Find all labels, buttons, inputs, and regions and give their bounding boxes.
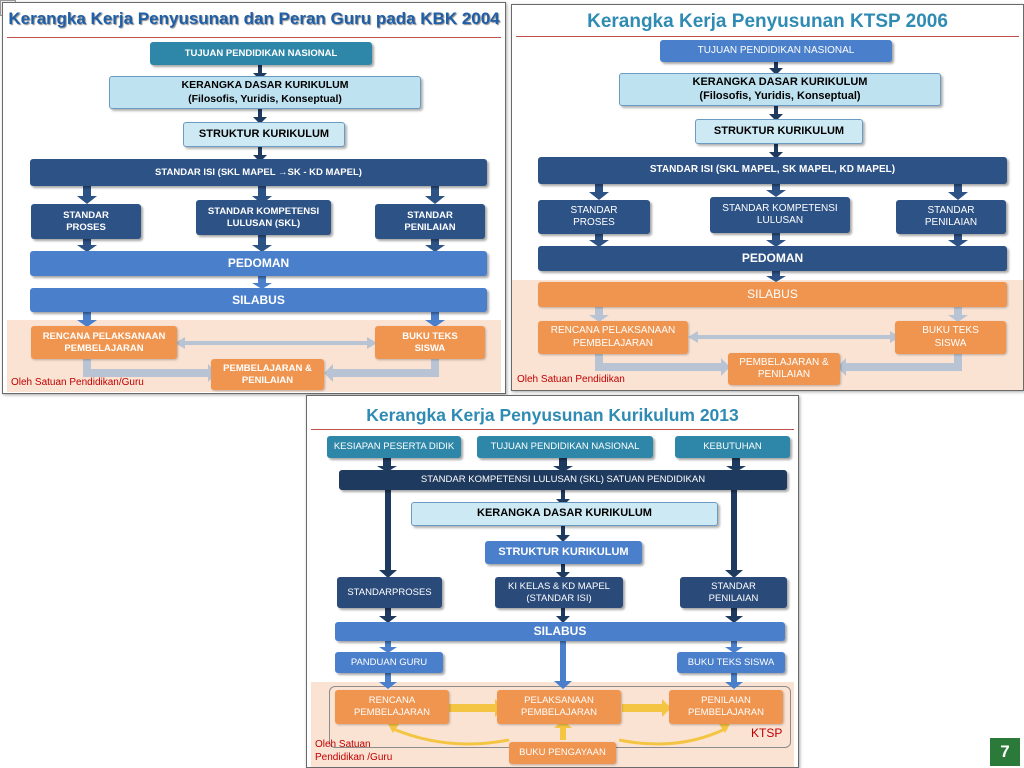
ktsp-kerangka-box: KERANGKA DASAR KURIKULUM (Filosofis, Yur…: [619, 73, 941, 106]
ktsp-title-rule: [516, 36, 1019, 37]
k2013-tujuan-box: TUJUAN PENDIDIKAN NASIONAL: [477, 436, 653, 458]
kbk-skl-box: STANDAR KOMPETENSI LULUSAN (SKL): [196, 200, 331, 235]
k2013-kebutuhan-box: KEBUTUHAN: [675, 436, 790, 458]
ktsp-pembelajaran-box: PEMBELAJARAN & PENILAIAN: [728, 353, 840, 385]
kbk-standar-proses-box: STANDAR PROSES: [31, 204, 141, 239]
k2013-panduan-guru-box: PANDUAN GURU: [335, 652, 443, 673]
kbk-standar-penilaian-box: STANDAR PENILAIAN: [375, 204, 485, 239]
kbk-title-rule: [7, 37, 501, 38]
ktsp-skl-box: STANDAR KOMPETENSI LULUSAN: [710, 197, 850, 233]
k2013-standar-proses-box: STANDARPROSES: [337, 577, 442, 608]
kbk-panel: Kerangka Kerja Penyusunan dan Peran Guru…: [2, 2, 506, 394]
ktsp-tujuan-box: TUJUAN PENDIDIKAN NASIONAL: [660, 40, 892, 62]
k2013-arrows: [377, 458, 746, 746]
ktsp-silabus-box: SILABUS: [538, 282, 1007, 307]
k2013-struktur-box: STRUKTUR KURIKULUM: [485, 541, 642, 564]
k2013-panel: Kerangka Kerja Penyusunan Kurikulum 2013: [306, 395, 799, 768]
k2013-title: Kerangka Kerja Penyusunan Kurikulum 2013: [366, 405, 739, 425]
kbk-pedoman-box: PEDOMAN: [30, 251, 487, 276]
page-number: 7: [990, 738, 1020, 766]
k2013-silabus-box: SILABUS: [335, 622, 785, 641]
ktsp-title: Kerangka Kerja Penyusunan KTSP 2006: [587, 11, 948, 32]
k2013-rencana-box: RENCANA PEMBELAJARAN: [335, 690, 449, 724]
ktsp-standar-proses-box: STANDAR PROSES: [538, 200, 650, 234]
kbk-rpp-box: RENCANA PELAKSANAAN PEMBELAJARAN: [31, 326, 177, 359]
ktsp-standar-isi-box: STANDAR ISI (SKL MAPEL, SK MAPEL, KD MAP…: [538, 157, 1007, 184]
kbk-silabus-box: SILABUS: [30, 288, 487, 312]
k2013-ktsp-label: KTSP: [751, 726, 783, 740]
ktsp-rpp-box: RENCANA PELAKSANAAN PEMBELAJARAN: [538, 321, 688, 354]
ktsp-panel: Kerangka Kerja Penyusunan KTSP 2006: [511, 4, 1024, 391]
k2013-buku-pengayaan-box: BUKU PENGAYAAN: [509, 742, 616, 764]
kbk-pembelajaran-box: PEMBELAJARAN & PENILAIAN: [211, 359, 324, 390]
kbk-buku-teks-box: BUKU TEKS SISWA: [375, 326, 485, 359]
ktsp-pedoman-box: PEDOMAN: [538, 246, 1007, 271]
ktsp-standar-penilaian-box: STANDAR PENILAIAN: [896, 200, 1006, 234]
k2013-buku-teks-siswa-box: BUKU TEKS SISWA: [677, 652, 785, 673]
k2013-kerangka-box: KERANGKA DASAR KURIKULUM: [411, 502, 718, 526]
kbk-struktur-box: STRUKTUR KURIKULUM: [183, 122, 345, 147]
kbk-tujuan-box: TUJUAN PENDIDIKAN NASIONAL: [150, 42, 372, 65]
k2013-skl-box: STANDAR KOMPETENSI LULUSAN (SKL) SATUAN …: [339, 470, 787, 490]
ktsp-struktur-box: STRUKTUR KURIKULUM: [695, 119, 863, 144]
k2013-ki-kd-box: KI KELAS & KD MAPEL (STANDAR ISI): [495, 577, 623, 608]
kbk-note: Oleh Satuan Pendidikan/Guru: [11, 377, 144, 388]
k2013-pelaksanaan-box: PELAKSANAAN PEMBELAJARAN: [497, 690, 621, 724]
ktsp-note: Oleh Satuan Pendidikan: [517, 374, 625, 385]
k2013-penilaian-box: PENILAIAN PEMBELAJARAN: [669, 690, 783, 724]
ktsp-buku-teks-box: BUKU TEKS SISWA: [895, 321, 1006, 354]
k2013-note: Oleh Satuan Pendidikan /Guru: [315, 739, 393, 763]
k2013-standar-penilaian-box: STANDAR PENILAIAN: [680, 577, 787, 608]
k2013-title-rule: [311, 429, 794, 430]
k2013-kesiapan-box: KESIAPAN PESERTA DIDIK: [327, 436, 461, 458]
kbk-kerangka-box: KERANGKA DASAR KURIKULUM (Filosofis, Yur…: [109, 76, 421, 109]
kbk-title: Kerangka Kerja Penyusunan dan Peran Guru…: [8, 9, 500, 28]
kbk-standar-isi-box: STANDAR ISI (SKL MAPEL →SK - KD MAPEL): [30, 159, 487, 186]
ktsp-arrows: [589, 62, 968, 376]
